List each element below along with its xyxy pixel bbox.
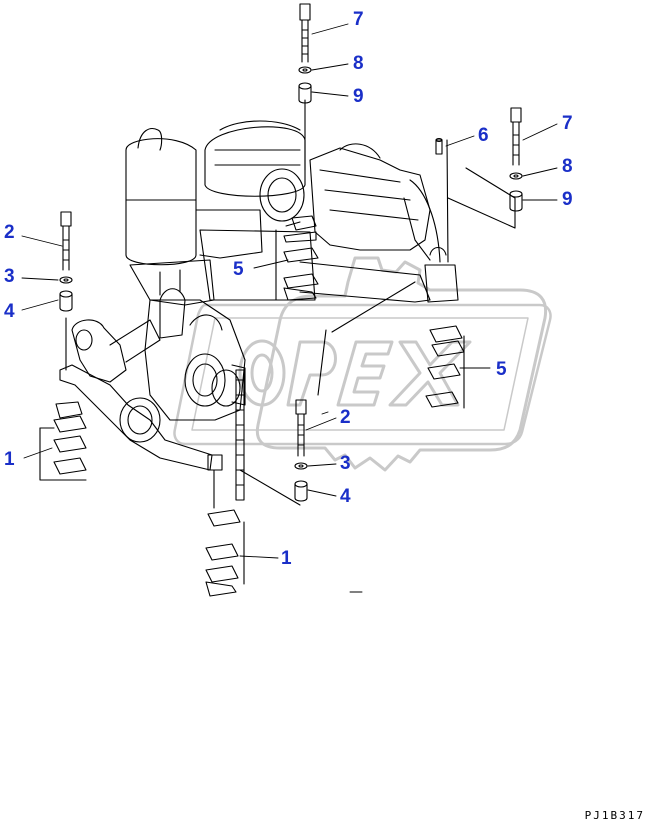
callout-washer-center: 3 (340, 453, 351, 474)
engine-body (59, 99, 459, 471)
callout-washer-top: 8 (353, 53, 364, 74)
callout-shims-right: 5 (496, 359, 507, 380)
bolt-stack-left (59, 211, 73, 371)
leader-lines (21, 23, 558, 593)
callout-shims-left: 1 (4, 449, 15, 470)
shim-stack-right (425, 325, 465, 409)
callout-pin: 6 (478, 125, 489, 146)
bolt-stack-top (298, 3, 312, 104)
callout-washer-right: 8 (562, 156, 573, 177)
callout-spacer-top: 9 (353, 86, 364, 107)
shim-stack-top (275, 215, 319, 301)
bolt-stack-center (239, 399, 308, 506)
drawing-code: PJ1B317 (584, 809, 645, 822)
shim-stack-bottom (205, 369, 245, 597)
callout-bolt-right: 7 (562, 113, 573, 134)
bolt-stack-right (509, 107, 523, 212)
callout-spacer-center: 4 (340, 486, 351, 507)
callout-bolt-center: 2 (340, 407, 351, 428)
callout-bolt-left: 2 (4, 222, 15, 243)
callout-spacer-left: 4 (4, 301, 15, 322)
callout-bolt-top: 7 (353, 9, 364, 30)
callout-shims-bottom: 1 (281, 548, 292, 569)
callout-shims-top: 5 (233, 259, 244, 280)
pin-part (435, 137, 516, 229)
watermark-logo (173, 256, 552, 472)
callout-washer-left: 3 (4, 266, 15, 287)
callout-spacer-right: 9 (562, 189, 573, 210)
watermark-letters (238, 339, 472, 407)
shim-stack-left (39, 401, 87, 481)
